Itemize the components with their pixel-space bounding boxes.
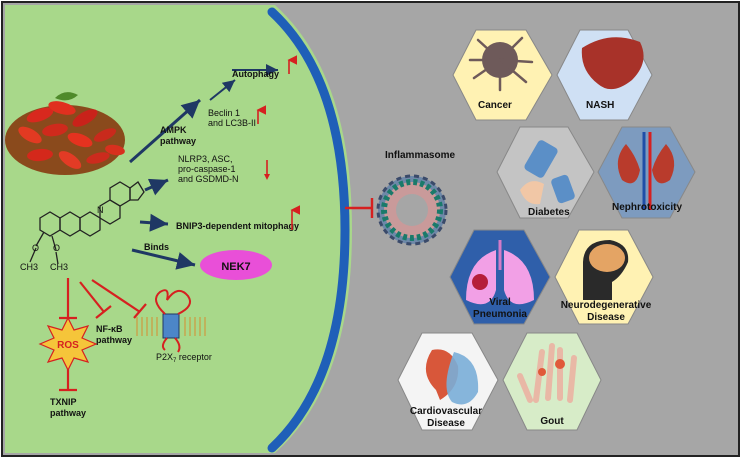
beclin-label-line1: Beclin 1 <box>208 108 240 118</box>
nfkb-label-line1: NF-κB <box>96 324 123 334</box>
inflammasome-icon <box>376 174 448 246</box>
bnip3-label: BNIP3-dependent mitophagy <box>176 221 299 231</box>
molecule-o2: O <box>53 243 60 253</box>
nlrp3-down-arrowhead <box>264 174 270 180</box>
ros-burst <box>38 316 98 372</box>
cancer-label: Cancer <box>478 100 512 111</box>
ampk-label-line1: AMPK <box>160 125 187 135</box>
arrow-to-nek7 <box>131 248 196 270</box>
liver-icon <box>581 37 644 90</box>
autophagy-label: Autophagy <box>232 69 279 79</box>
inflammasome-title: Inflammasome <box>385 150 455 161</box>
molecule-n: N <box>97 205 104 215</box>
cardio-label-line2: Disease <box>427 418 465 429</box>
berberine-molecule <box>29 181 145 265</box>
tumor-cell-icon <box>468 36 534 92</box>
txnip-label-line1: TXNIP <box>50 397 77 407</box>
inhibition-lines <box>59 278 147 392</box>
nlrp3-label-line2: pro-caspase-1 <box>178 164 236 174</box>
neuro-label-line1: Neurodegenerative <box>561 300 652 311</box>
arrow-to-beclin <box>209 79 236 101</box>
arrow-to-bnip3 <box>139 213 169 232</box>
arrow-to-ampk <box>129 98 201 164</box>
cell-membrane <box>267 7 350 453</box>
molecule-o1: O <box>32 243 39 253</box>
beclin-label-line2: and LC3B-II <box>208 118 256 128</box>
arrow-to-nlrp3 <box>144 178 169 196</box>
nlrp3-label-line1: NLRP3, ASC, <box>178 154 233 164</box>
brain-icon <box>583 240 629 300</box>
nfkb-label-line2: pathway <box>96 335 132 345</box>
heart-icon <box>425 349 479 405</box>
lungs-icon <box>466 240 534 305</box>
gout-label: Gout <box>540 416 564 427</box>
viral-label-line1: Viral <box>489 297 511 308</box>
ampk-label-line2: pathway <box>160 136 196 146</box>
nash-label: NASH <box>586 100 614 111</box>
txnip-label-line2: pathway <box>50 408 86 418</box>
goji-berry-image <box>5 92 125 175</box>
molecule-ch3-2: CH3 <box>50 262 68 272</box>
nlrp3-label-line3: and GSDMD-N <box>178 174 239 184</box>
hand-gout-icon <box>517 343 577 403</box>
p2x7-receptor <box>136 289 206 353</box>
glucose-meter-icon <box>520 140 575 205</box>
cardio-label-line1: Cardiovascular <box>410 406 482 417</box>
ros-label: ROS <box>57 340 79 351</box>
nek7-ellipse <box>200 250 272 280</box>
binds-label: Binds <box>144 242 169 252</box>
neuro-label-line2: Disease <box>587 312 625 323</box>
nek7-label: NEK7 <box>221 261 250 273</box>
p2x7-label: P2X7 receptor <box>156 352 212 364</box>
kidney-icon <box>617 132 675 210</box>
molecule-ch3-1: CH3 <box>20 262 38 272</box>
diabetes-label: Diabetes <box>528 207 570 218</box>
nephrotoxicity-label: Nephrotoxicity <box>612 202 682 213</box>
viral-label-line2: Pneumonia <box>473 309 527 320</box>
